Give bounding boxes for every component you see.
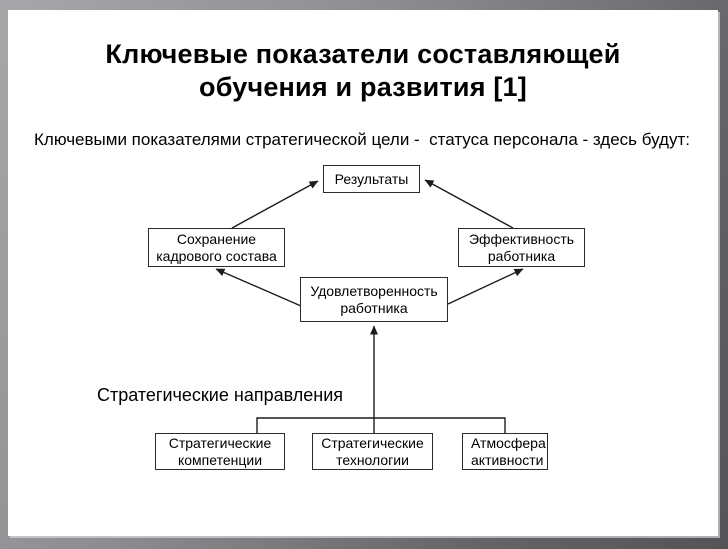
- node-results-label: Результаты: [334, 170, 409, 187]
- node-atmosphere-label-line1: Атмосфера: [471, 434, 546, 451]
- section-label: Стратегические направления: [97, 385, 343, 405]
- slide-title: Ключевые показатели составляющей обучени…: [8, 38, 718, 104]
- slide-title-line2: обучения и развития [1]: [199, 72, 527, 102]
- node-competencies-label-line2: компетенции: [177, 451, 263, 468]
- node-satisfaction-label-line1: Удовлетворенность: [310, 282, 438, 299]
- arrow-retention-to-results: [231, 180, 319, 229]
- node-competencies: Стратегические компетенции: [155, 433, 285, 470]
- kpi-diagram: Результаты Сохранение кадрового состава …: [8, 10, 718, 536]
- slide: Ключевые показатели составляющей обучени…: [8, 10, 718, 536]
- diagram-connectors: [215, 179, 524, 433]
- node-satisfaction: Удовлетворенность работника: [300, 277, 448, 322]
- arrow-satisfaction-to-effectiveness: [447, 268, 524, 305]
- node-effectiveness-label-line1: Эффективность: [468, 230, 575, 247]
- node-atmosphere-label-line2: активности: [471, 451, 544, 468]
- node-results: Результаты: [323, 165, 420, 193]
- arrow-satisfaction-to-retention: [215, 268, 302, 307]
- node-retention: Сохранение кадрового состава: [148, 228, 285, 267]
- slide-title-line1: Ключевые показатели составляющей: [105, 39, 621, 69]
- arrow-effectiveness-to-results: [424, 179, 514, 229]
- directions-connector-line: [256, 417, 506, 433]
- node-retention-label-line1: Сохранение: [176, 230, 257, 247]
- node-technologies-label-line1: Стратегические: [321, 434, 424, 451]
- node-atmosphere: Атмосфера активности: [462, 433, 548, 470]
- node-effectiveness-label-line2: работника: [487, 247, 556, 264]
- node-technologies-label-line2: технологии: [336, 451, 409, 468]
- node-retention-label-line2: кадрового состава: [156, 247, 277, 264]
- node-competencies-label-line1: Стратегические: [168, 434, 272, 451]
- node-satisfaction-label-line2: работника: [340, 299, 408, 316]
- node-effectiveness: Эффективность работника: [458, 228, 585, 267]
- node-technologies: Стратегические технологии: [312, 433, 433, 470]
- slide-subtitle: Ключевыми показателями стратегической це…: [34, 130, 690, 149]
